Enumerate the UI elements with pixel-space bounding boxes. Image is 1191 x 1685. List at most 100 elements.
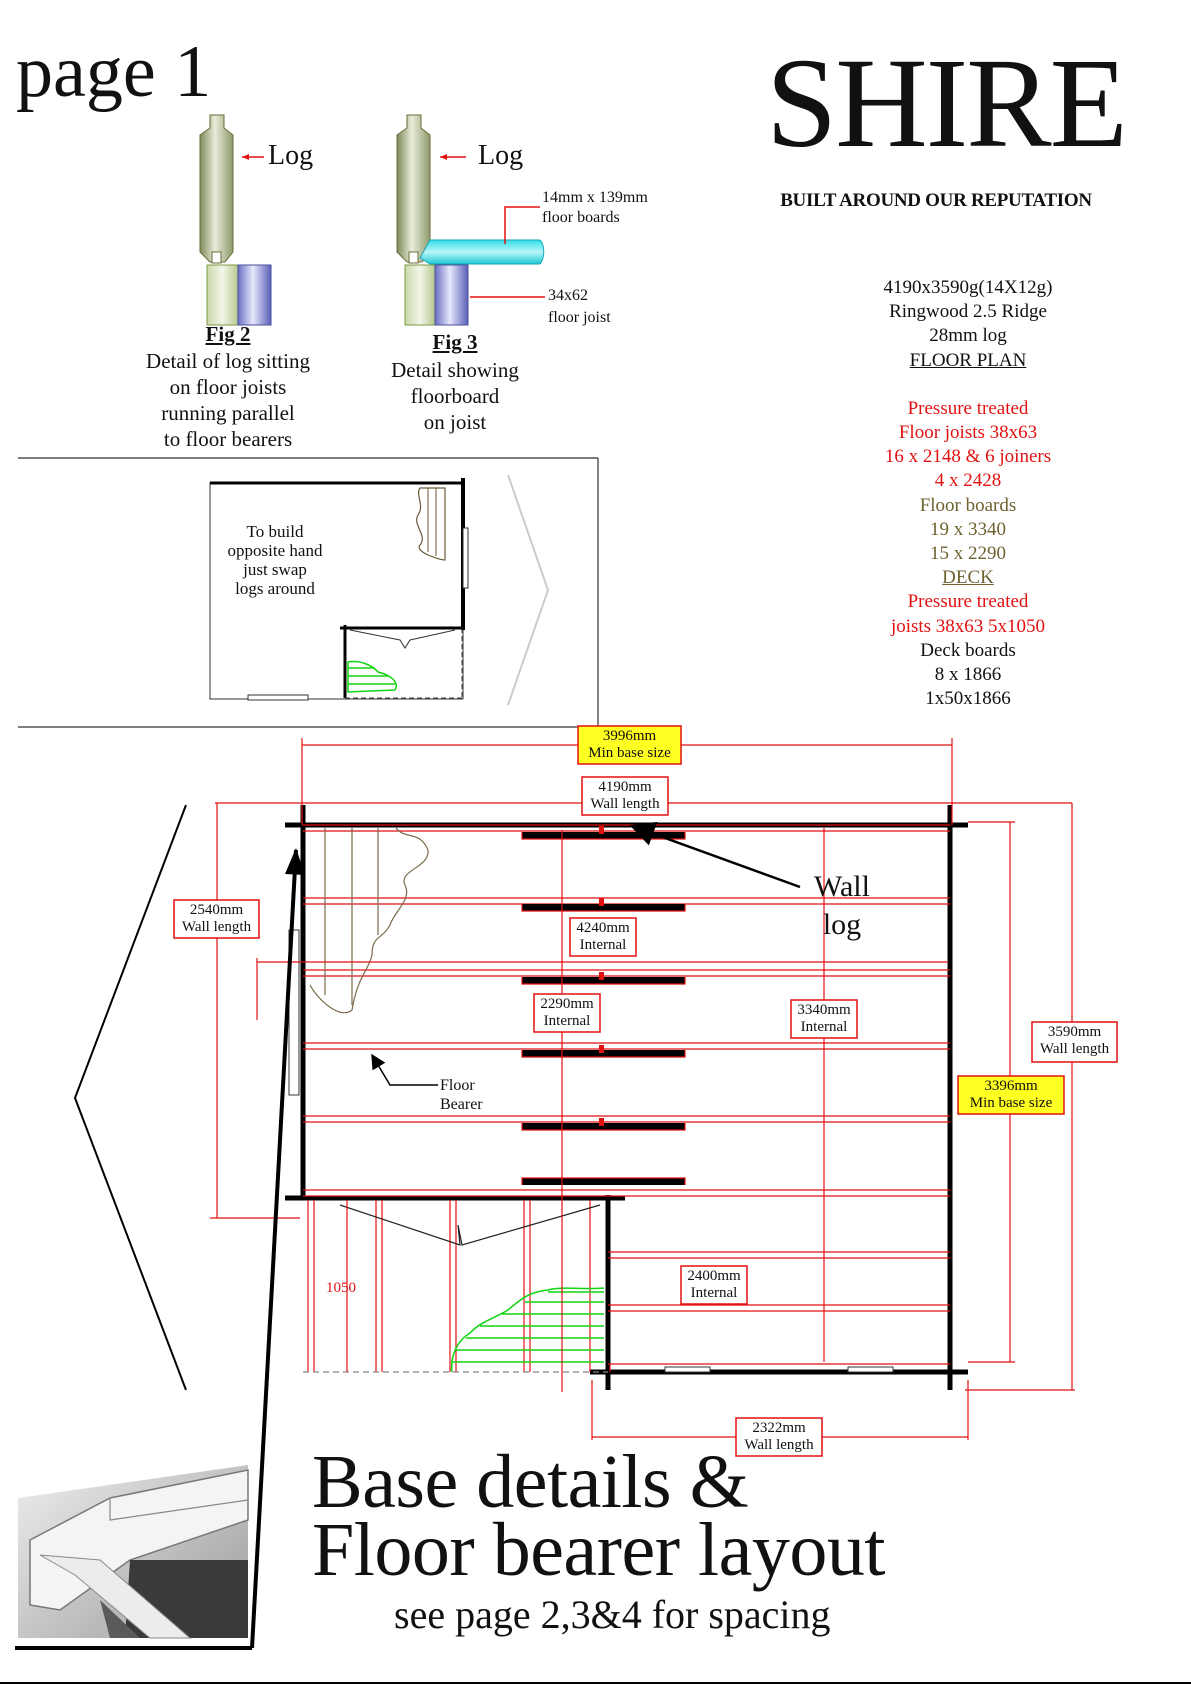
internal-3340-box xyxy=(790,999,858,1039)
fig3-floor-joist xyxy=(404,264,436,326)
fig3-board-label-line-2: floor boards xyxy=(542,209,620,226)
inset-note-line-1: To build xyxy=(246,522,304,541)
spec-block: 4190x3590g(14X12g) Ringwood 2.5 Ridge 28… xyxy=(838,276,1098,711)
spec-deck-joists: joists 38x63 5x1050 xyxy=(890,615,1046,637)
fig3-joist-label-line-2: floor joist xyxy=(548,309,611,326)
spec-floor-joists: Floor joists 38x63 xyxy=(898,422,1038,444)
fig2-log-label: Log xyxy=(268,140,314,171)
fig3-title: Fig 3 xyxy=(432,330,478,354)
spec-boards-qty-1: 19 x 3340 xyxy=(930,518,1006,540)
wall-length-right-box xyxy=(1031,1021,1118,1063)
wall-length-bottom-label: Wall length xyxy=(744,1437,814,1453)
min-base-width-label: Min base size xyxy=(588,745,671,761)
wall-length-left-value: 2540mm xyxy=(189,902,244,918)
inset-note-line-3: just swap xyxy=(243,560,307,579)
spec-joists-qty-1: 16 x 2148 & 6 joiners xyxy=(884,446,1052,468)
fig3-board-leader xyxy=(504,206,540,244)
internal-2400-value: 2400mm xyxy=(687,1268,741,1284)
internal-4240-box xyxy=(569,917,637,957)
fig3-caption-line-2: floorboard xyxy=(410,384,500,408)
fig2-illustration xyxy=(199,114,272,326)
spec-floor-plan-heading: FLOOR PLAN xyxy=(909,349,1027,371)
fig2-caption-line-1: Detail of log sitting xyxy=(146,349,310,373)
deck-depth-label: 1050 xyxy=(326,1280,356,1296)
fig3-log xyxy=(396,114,431,264)
fig3-joist-label-line-1: 34x62 xyxy=(548,287,588,304)
deck-board-hatch xyxy=(450,1287,605,1373)
spec-boards-qty-2: 15 x 2290 xyxy=(930,543,1006,565)
spec-deck-heading: DECK xyxy=(942,567,994,589)
fig2-log xyxy=(199,114,234,264)
spec-deck-boards-qty-1: 8 x 1866 xyxy=(934,664,1002,686)
dimension-lines xyxy=(210,738,1075,1440)
fig3-caption-line-1: Detail showing xyxy=(391,358,519,382)
pointer-bracket xyxy=(15,804,305,1650)
deck-joists xyxy=(307,1200,591,1372)
internal-3340-label: Internal xyxy=(800,1019,848,1035)
fig2-floor-joist xyxy=(206,264,239,326)
floor-bearers xyxy=(303,824,950,1365)
fig2-caption-line-2: on floor joists xyxy=(169,375,287,399)
floor-board-hatch xyxy=(309,827,429,1014)
spec-floor-boards: Floor boards xyxy=(919,494,1017,516)
page-number: page 1 xyxy=(16,31,212,113)
internal-2290-value: 2290mm xyxy=(540,996,594,1012)
main-title-line-1: Base details & xyxy=(312,1440,749,1524)
min-base-depth-box xyxy=(957,1075,1065,1115)
spec-size: 4190x3590g(14X12g) xyxy=(883,277,1053,298)
inset-note-line-2: opposite hand xyxy=(227,541,323,560)
wall-length-right-label: Wall length xyxy=(1039,1041,1110,1057)
wall-length-left-label: Wall length xyxy=(181,919,252,935)
fig3-floor-board xyxy=(419,239,545,265)
fig2-floor-bearer xyxy=(237,264,272,326)
wall-length-top-label: Wall length xyxy=(590,796,660,812)
spacing-note: see page 2,3&4 for spacing xyxy=(394,1592,831,1637)
bearer-joiner-dots xyxy=(599,826,604,1126)
fig3-caption-line-3: on joist xyxy=(423,410,487,434)
fig3-log-label: Log xyxy=(478,140,524,171)
internal-2400-box xyxy=(680,1265,748,1305)
spec-pressure-treated-1: Pressure treated xyxy=(907,397,1029,419)
internal-4240-label: Internal xyxy=(579,937,627,953)
wall-length-top-value: 4190mm xyxy=(598,779,652,795)
fig3-floor-bearer xyxy=(434,264,469,326)
floor-bearer-label-line-1: Floor xyxy=(440,1077,475,1094)
wall-log-arrow xyxy=(629,821,801,889)
spec-model: Ringwood 2.5 Ridge xyxy=(889,301,1047,323)
internal-2290-label: Internal xyxy=(543,1013,591,1029)
spec-deck-boards-qty-2: 1x50x1866 xyxy=(925,688,1011,710)
min-base-depth-value: 3396mm xyxy=(984,1078,1038,1094)
fig2-caption-line-4: to floor bearers xyxy=(163,427,293,451)
floor-bearer-arrow xyxy=(371,1053,438,1086)
wall-length-right-value: 3590mm xyxy=(1047,1024,1102,1040)
inset-note-line-4: logs around xyxy=(235,579,315,598)
main-title-line-2: Floor bearer layout xyxy=(312,1508,885,1592)
bottom-rule xyxy=(0,1682,1191,1684)
fig2-title: Fig 2 xyxy=(205,322,251,346)
fig3-board-label-line-1: 14mm x 139mm xyxy=(542,189,648,206)
spec-log: 28mm log xyxy=(929,325,1007,347)
wall-length-top-box xyxy=(581,776,669,816)
internal-4240-value: 4240mm xyxy=(576,920,630,936)
fig3-illustration xyxy=(396,114,545,326)
internal-3340-value: 3340mm xyxy=(797,1002,851,1018)
brand-tagline: BUILT AROUND OUR REPUTATION xyxy=(780,190,1092,211)
min-base-width-value: 3996mm xyxy=(602,728,657,744)
wall-length-left-box xyxy=(173,899,260,939)
wall-log-label-line-1: Wall xyxy=(814,870,870,903)
main-floor-plan xyxy=(173,725,1118,1457)
min-base-depth-label: Min base size xyxy=(969,1095,1053,1111)
fig2-caption-line-3: running parallel xyxy=(161,401,295,425)
spec-pressure-treated-2: Pressure treated xyxy=(907,591,1029,613)
spec-deck-boards: Deck boards xyxy=(920,639,1016,661)
wall-length-bottom-box xyxy=(735,1417,823,1457)
wall-length-bottom-value: 2322mm xyxy=(752,1420,806,1436)
wall-log-label-line-2: log xyxy=(822,908,862,941)
log-corner-photo xyxy=(18,1448,249,1639)
internal-2290-box xyxy=(533,993,601,1033)
floor-bearer-label-line-2: Bearer xyxy=(440,1096,483,1113)
min-base-width-box xyxy=(577,725,682,765)
internal-2400-label: Internal xyxy=(690,1285,738,1301)
